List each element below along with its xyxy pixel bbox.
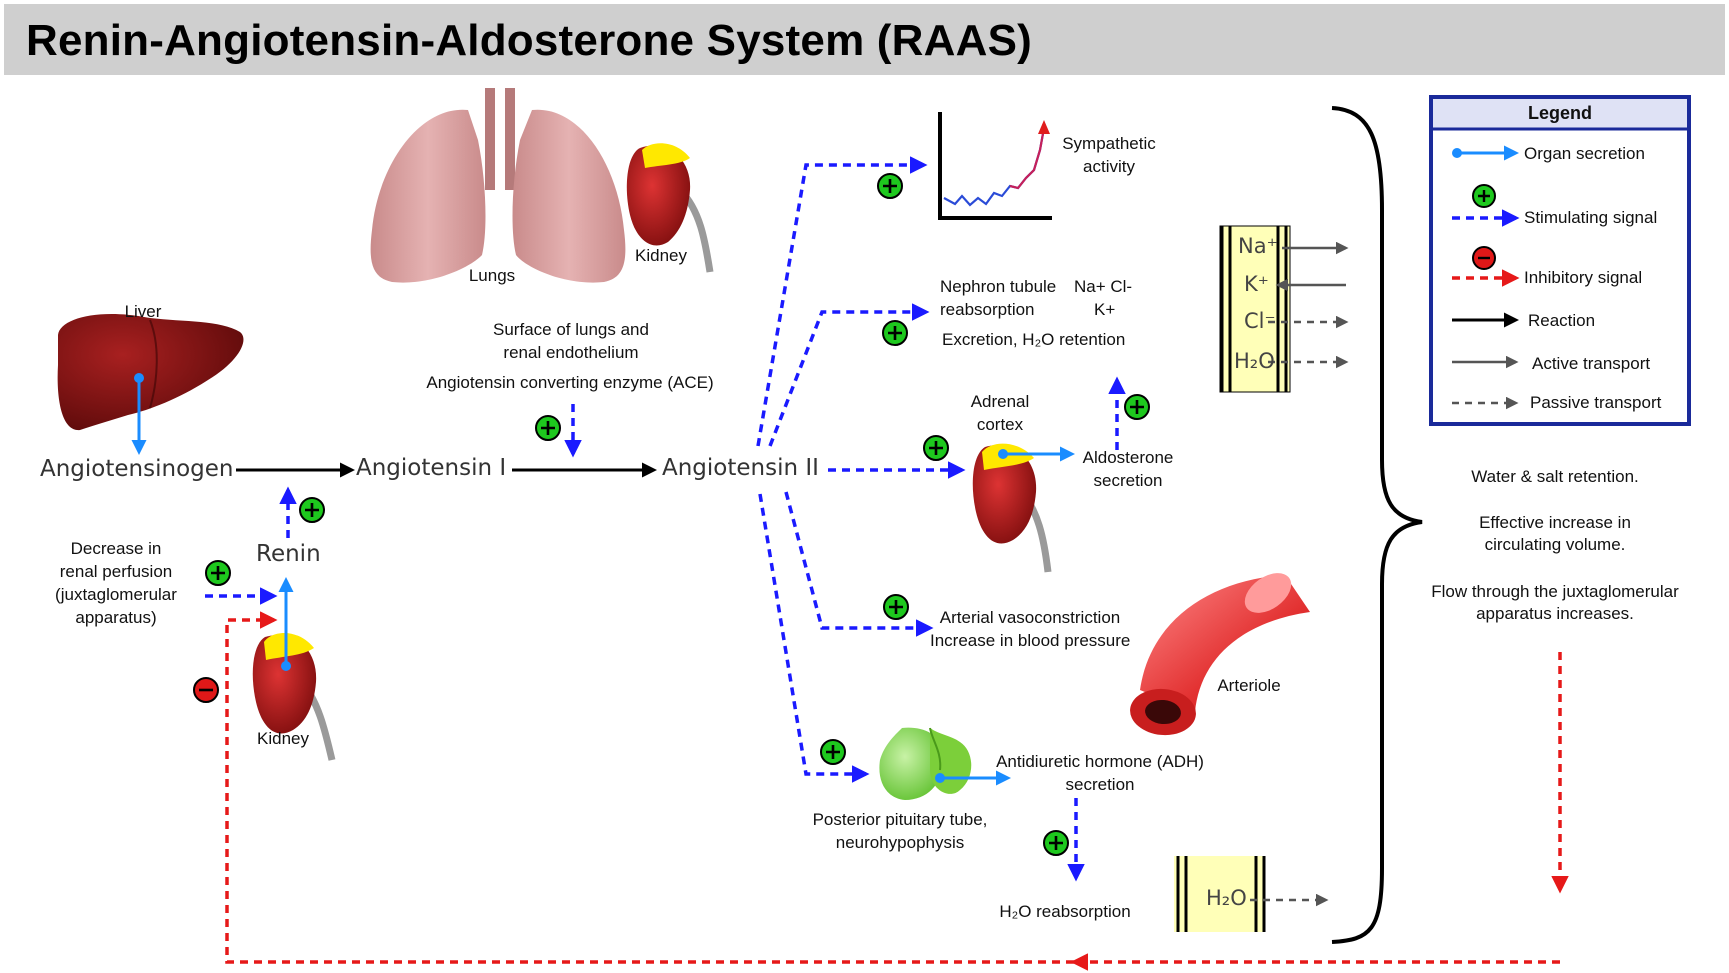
angiotensin-1-label: Angiotensin I [356,455,507,481]
ion-label-k: K⁺ [1244,272,1269,296]
aldosterone-label-line2: secretion [1093,471,1163,490]
adh-label-line1: Antidiuretic hormone (ADH) [996,752,1204,771]
arteriole-icon [1130,573,1310,736]
kidney-icon [626,143,714,273]
organ-secretion-arrow [131,373,147,455]
graph-icon [938,112,1052,220]
summary-line2a: Effective increase in [1479,513,1631,532]
legend-item-organ-secretion: Organ secretion [1524,144,1645,163]
legend [1429,95,1691,426]
perfusion-label-line4: apparatus) [75,608,157,627]
organ-secretion-arrow [935,770,1011,786]
plus-badge [820,739,846,765]
summary-line2b: circulating volume. [1484,535,1626,554]
legend-item-reaction: Reaction [1528,311,1596,330]
summary-line1: Water & salt retention. [1471,467,1639,486]
sympathetic-label-line2: activity [1083,157,1135,176]
adrenal-label-line1: Adrenal [970,392,1030,411]
stimulating-signal-arrows [205,156,1126,882]
nacl-label: Na+ Cl- [1074,277,1133,296]
diagram-title: Renin-Angiotensin-Aldosterone System (RA… [26,16,1032,65]
arterial-label-line2: Increase in blood pressure [930,631,1131,650]
aldosterone-label-line1: Aldosterone [1082,448,1174,467]
kidney-label: Kidney [257,729,309,748]
plus-badge [205,560,231,586]
renin-label: Renin [256,541,321,567]
minus-badge [193,677,219,703]
adh-label-line2: secretion [1065,775,1135,794]
plus-badge [1043,830,1069,856]
pituitary-label-line1: Posterior pituitary tube, [812,810,988,829]
lungs-icon [370,88,626,283]
nephron-label-line1: Nephron tubule [940,277,1057,296]
sympathetic-label-line1: Sympathetic [1062,134,1156,153]
nephron-label-line2: reabsorption [940,300,1035,319]
summary-line3b: apparatus increases. [1476,604,1634,623]
summary-brace [1331,106,1423,944]
plus-badge [1124,394,1150,420]
legend-item-active-transport: Active transport [1532,354,1651,373]
pituitary-icon [879,727,972,800]
perfusion-label-line1: Decrease in [70,539,162,558]
adrenal-label-line2: cortex [976,415,1024,434]
plus-badge [877,173,903,199]
ion-label-cl: Cl⁻ [1244,309,1276,333]
perfusion-label-line3: (juxtaglomerular [55,585,177,604]
plus-badge [535,415,561,441]
membrane-icon [1219,225,1349,393]
angiotensinogen-label: Angiotensinogen [40,456,234,482]
plus-badge [299,497,325,523]
plus-badge [923,435,949,461]
liver-label: Liver [124,302,162,321]
membrane-icon [1174,856,1329,932]
surface-label-line2: renal endothelium [503,343,639,362]
legend-item-inhibitory: Inhibitory signal [1524,268,1643,287]
k-label: K+ [1094,300,1116,319]
adrenal-kidney-icon [972,443,1052,573]
kidney-label: Kidney [635,246,687,265]
ion-label-na: Na⁺ [1238,234,1278,258]
legend-item-passive-transport: Passive transport [1530,393,1662,412]
ion-label-h2o-bottom: H₂O [1206,886,1247,910]
legend-title: Legend [1527,103,1592,123]
plus-badge [883,594,909,620]
inhibitory-signal-arrows [225,611,1569,971]
liver-icon [57,314,244,431]
excretion-label: Excretion, H₂O retention [942,330,1126,349]
arteriole-label: Arteriole [1217,676,1281,695]
angiotensin-2-label: Angiotensin II [662,455,819,481]
title-bar: Renin-Angiotensin-Aldosterone System (RA… [4,4,1725,75]
h2o-reabsorption-label: H₂O reabsorption [999,902,1131,921]
perfusion-label-line2: renal perfusion [59,562,173,581]
lungs-label: Lungs [468,266,516,285]
organ-secretion-arrow [278,577,294,671]
organ-secretion-arrow [998,446,1075,462]
surface-label-line1: Surface of lungs and [493,320,649,339]
ion-label-h2o: H₂O [1234,349,1275,373]
legend-item-stimulating: Stimulating signal [1524,208,1658,227]
plus-badge [882,320,908,346]
ace-label: Angiotensin converting enzyme (ACE) [426,373,714,392]
arterial-label-line1: Arterial vasoconstriction [939,608,1121,627]
pituitary-label-line2: neurohypophysis [835,833,965,852]
summary-line3a: Flow through the juxtaglomerular [1431,582,1679,601]
kidney-icon [252,632,336,761]
